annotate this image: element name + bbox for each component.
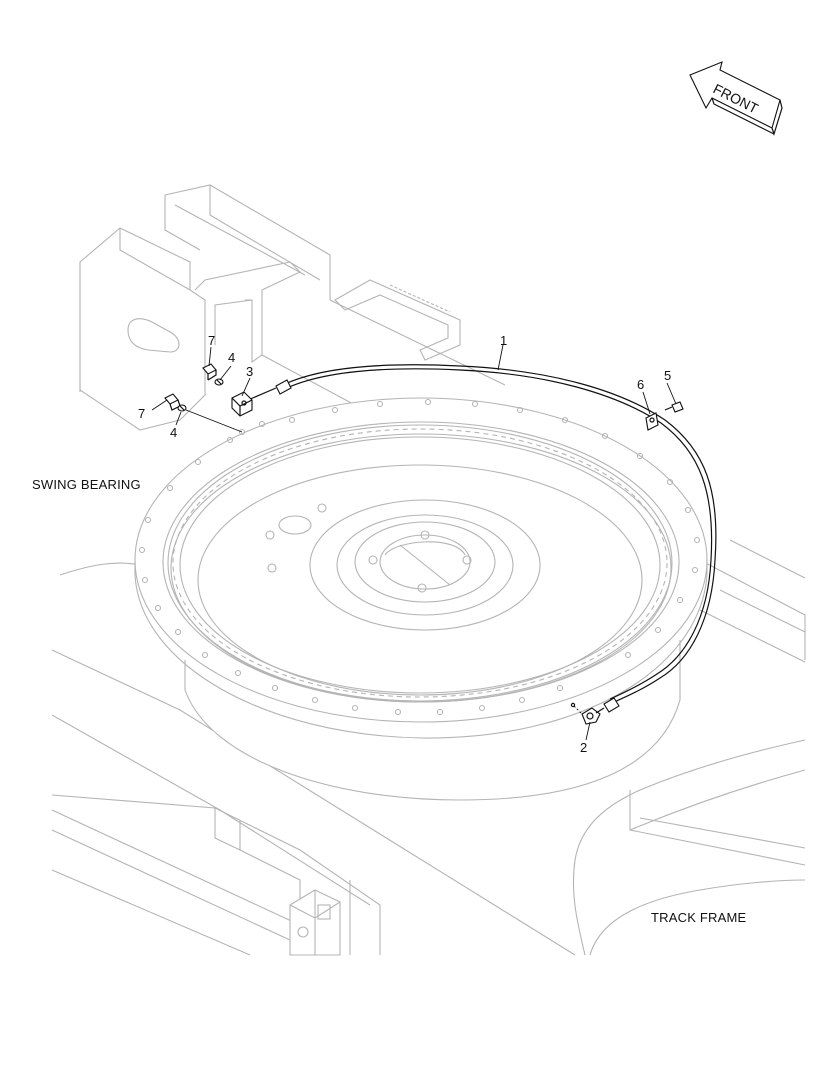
lower-frame-structure bbox=[51, 649, 806, 956]
bolt-7-lower bbox=[164, 393, 181, 411]
callout-7-lower: 7 bbox=[138, 406, 145, 421]
callout-5: 5 bbox=[664, 368, 671, 383]
ring-bolt-holes bbox=[138, 398, 701, 716]
washer-4-upper bbox=[214, 378, 224, 386]
swing-bearing-label: SWING BEARING bbox=[32, 477, 141, 492]
fitting-2 bbox=[570, 702, 605, 725]
grease-hose-assembly bbox=[247, 364, 717, 713]
track-frame-label: TRACK FRAME bbox=[651, 910, 747, 925]
callout-1: 1 bbox=[500, 333, 507, 348]
bolt-7-upper bbox=[202, 363, 217, 381]
callout-4-upper: 4 bbox=[228, 350, 235, 365]
callout-6: 6 bbox=[637, 377, 644, 392]
leader-lines bbox=[151, 344, 677, 741]
callout-4-lower: 4 bbox=[170, 425, 177, 440]
bolt-5 bbox=[664, 401, 684, 413]
callout-3: 3 bbox=[246, 364, 253, 379]
swing-bearing bbox=[134, 397, 708, 801]
callout-7-upper: 7 bbox=[208, 333, 215, 348]
callout-numbers: 1 2 3 4 4 5 6 7 7 bbox=[138, 333, 671, 755]
callout-2: 2 bbox=[580, 740, 587, 755]
front-direction-arrow-icon: FRONT bbox=[689, 61, 783, 136]
washer-4-lower bbox=[177, 404, 243, 433]
